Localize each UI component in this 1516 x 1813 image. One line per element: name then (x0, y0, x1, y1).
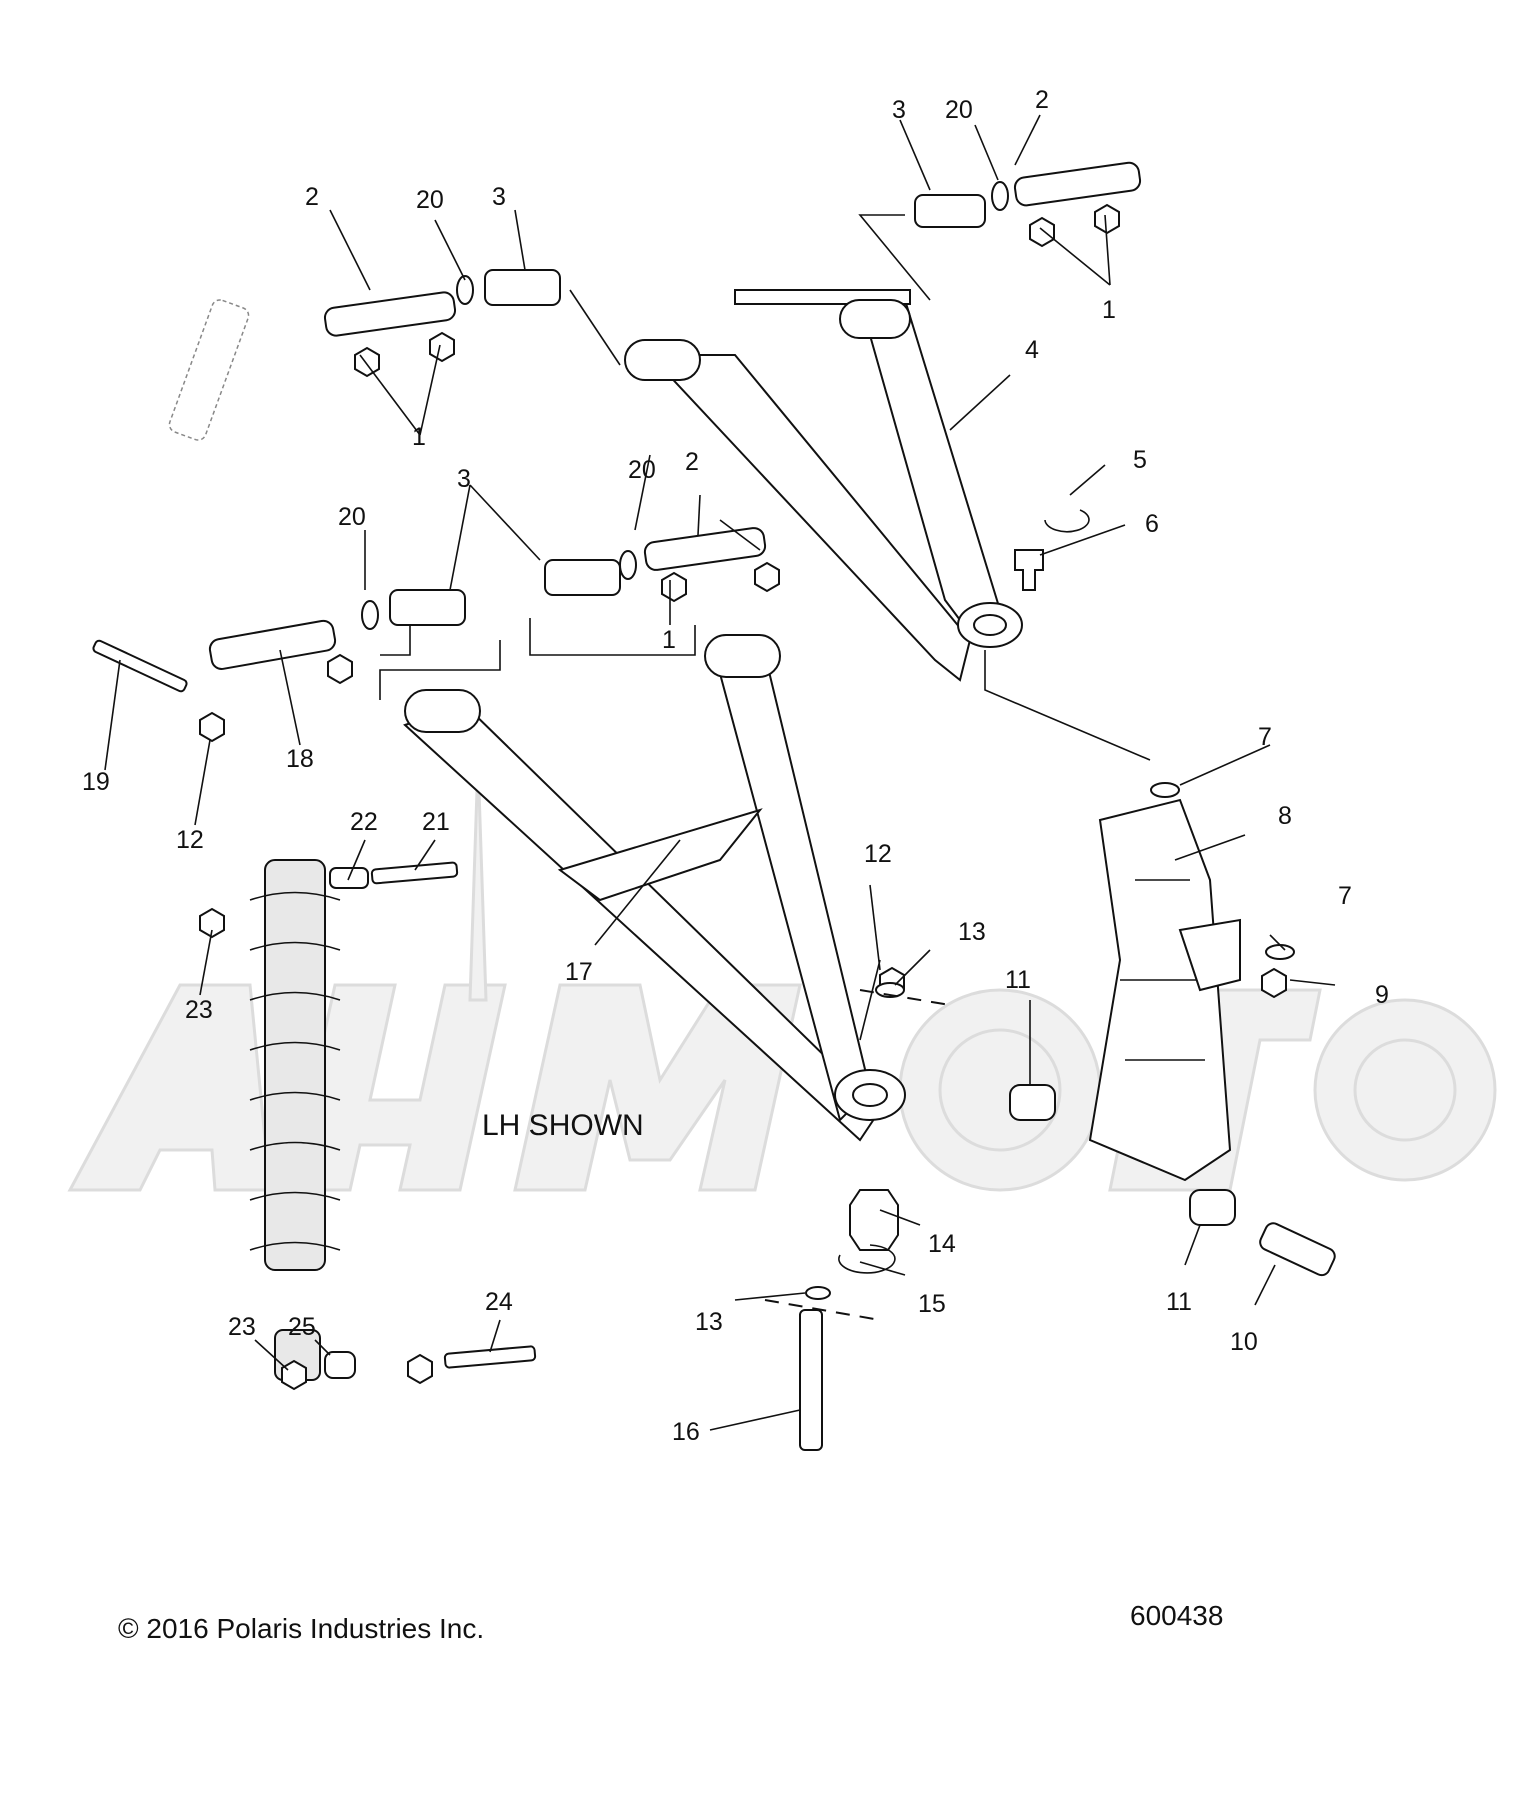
callout-12-center: 12 (864, 840, 892, 868)
leader-lines (104, 114, 1336, 1431)
callout-1-upper-left: 1 (412, 423, 426, 451)
callout-2-upper-right: 2 (1035, 86, 1049, 114)
callout-6: 6 (1145, 510, 1159, 538)
lower-a-arm (403, 634, 906, 1142)
lower-pivot-hardware (92, 527, 780, 743)
figure-number: 600438 (1130, 1600, 1223, 1631)
callout-17: 17 (565, 958, 593, 986)
callout-25: 25 (288, 1313, 316, 1341)
callout-24: 24 (485, 1288, 513, 1316)
callout-19: 19 (82, 768, 110, 796)
callout-13-upper: 13 (958, 918, 986, 946)
callout-20-lower-left: 20 (338, 503, 366, 531)
upper-right-pivot-hardware (858, 161, 1142, 301)
callout-8: 8 (1278, 802, 1292, 830)
callout-2-lower: 2 (685, 448, 699, 476)
callout-20-lower-mid: 20 (628, 456, 656, 484)
callout-21: 21 (422, 808, 450, 836)
callout-7-lower: 7 (1338, 882, 1352, 910)
callout-1-lower: 1 (662, 626, 676, 654)
callout-1-upper-right: 1 (1102, 296, 1116, 324)
callout-18: 18 (286, 745, 314, 773)
callout-20-upper-left: 20 (416, 186, 444, 214)
callout-4: 4 (1025, 336, 1039, 364)
callout-10: 10 (1230, 1328, 1258, 1356)
callout-labels: 1 2 20 3 3 20 2 1 4 5 6 7 8 7 9 11 11 10… (82, 86, 1389, 1446)
callout-14: 14 (928, 1230, 956, 1258)
callout-22: 22 (350, 808, 378, 836)
upper-left-pivot-hardware (323, 269, 621, 378)
spindle-bushings (1009, 1084, 1336, 1277)
callout-15: 15 (918, 1290, 946, 1318)
callout-23-lower: 23 (228, 1313, 256, 1341)
lh-shown-note: LH SHOWN (482, 1109, 644, 1142)
callout-23-upper: 23 (185, 996, 213, 1024)
callout-3-upper-right: 3 (892, 96, 906, 124)
callout-11-left: 11 (1005, 966, 1031, 994)
shock-mount-hardware (199, 861, 537, 1391)
callout-2-upper-left: 2 (305, 183, 319, 211)
callout-16: 16 (672, 1418, 700, 1446)
callout-9: 9 (1375, 981, 1389, 1009)
callout-11-right: 11 (1166, 1288, 1192, 1316)
callout-3-upper-left: 3 (492, 183, 506, 211)
copyright-text: © 2016 Polaris Industries Inc. (118, 1613, 484, 1644)
upper-a-arm (624, 289, 1151, 761)
callout-7-upper: 7 (1258, 723, 1272, 751)
callout-3-lower: 3 (457, 465, 471, 493)
callout-20-upper-right: 20 (945, 96, 973, 124)
ball-joint-hardware (799, 509, 1295, 1451)
spindle (1088, 798, 1241, 1182)
callout-5: 5 (1133, 446, 1147, 474)
ghost-shock-outline (168, 299, 250, 441)
callout-13-lower: 13 (695, 1308, 723, 1336)
callout-12-left: 12 (176, 826, 204, 854)
